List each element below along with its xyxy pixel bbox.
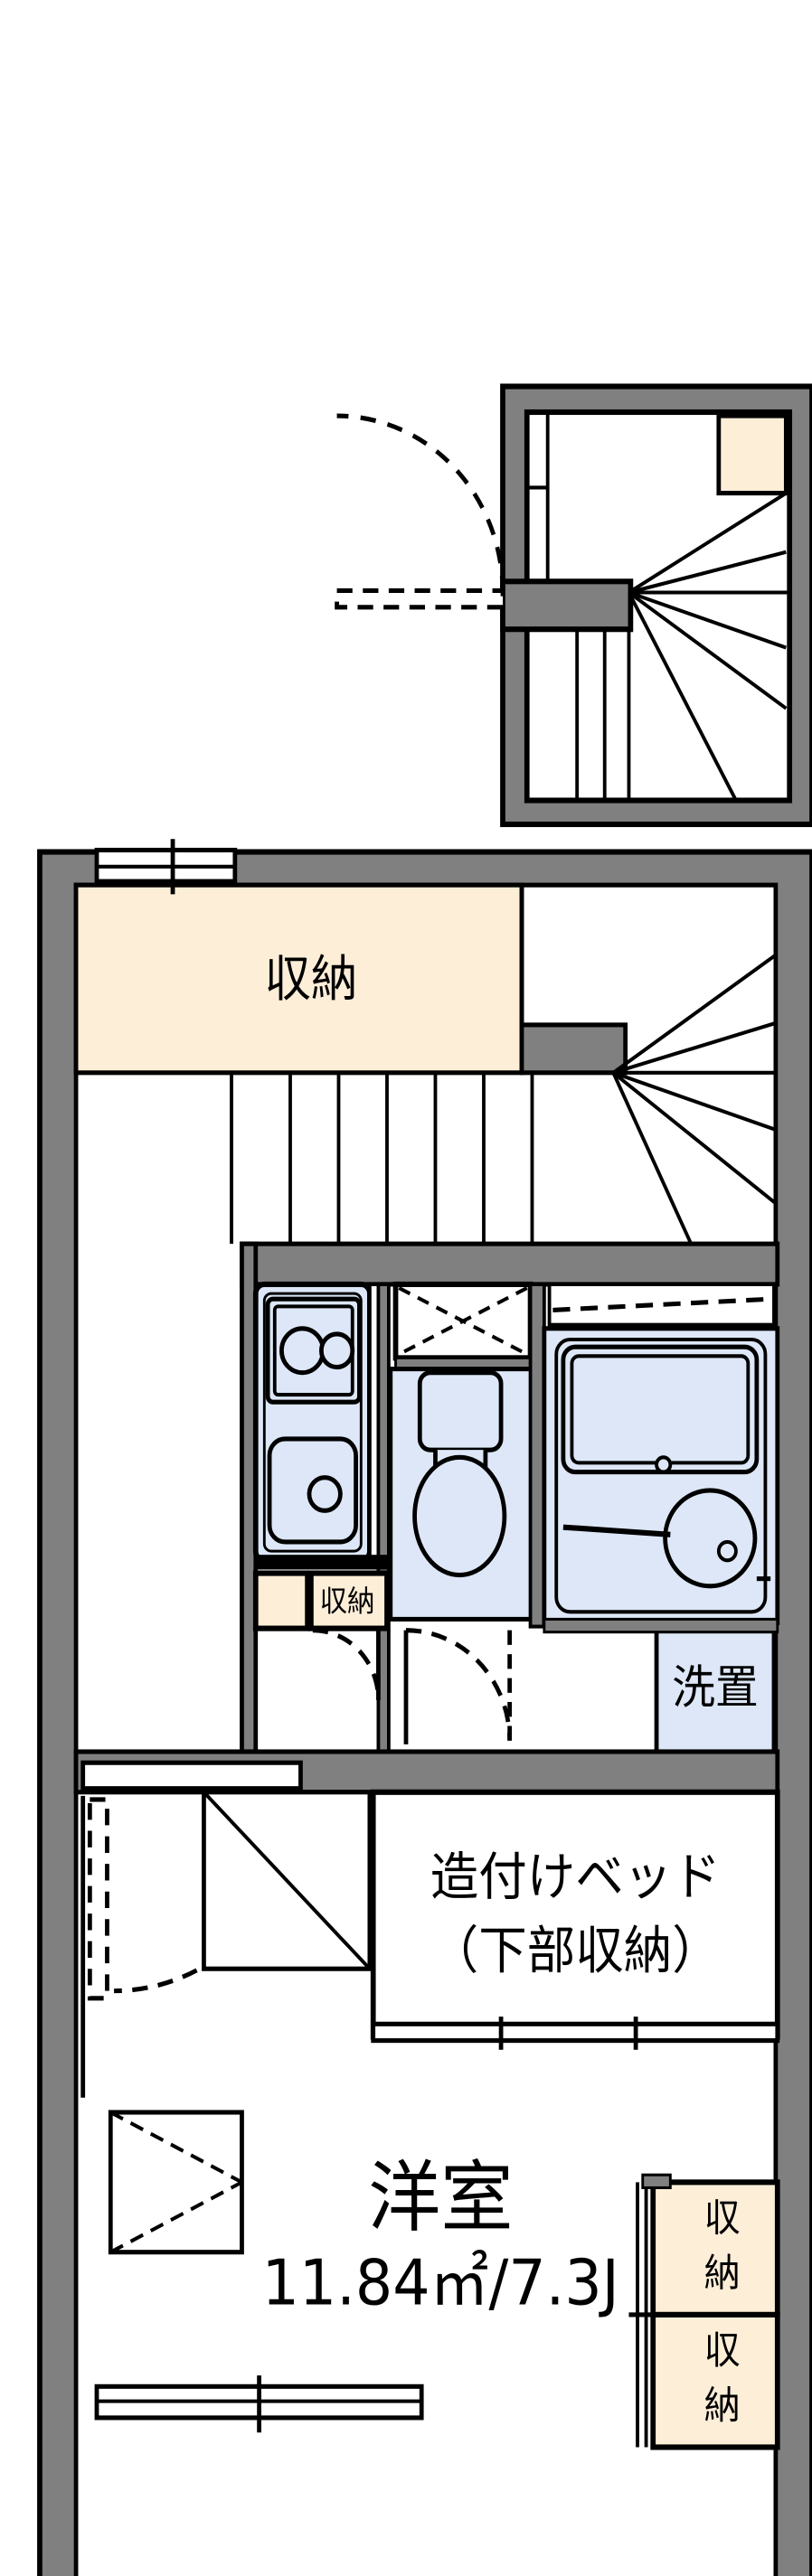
stair-bottom-wall [240, 1241, 780, 1287]
hall-closet-diagonal [203, 1791, 372, 1970]
bath-door-track [547, 1282, 776, 1327]
closet-head-stub [641, 2173, 672, 2189]
kitchen-storage: 収納 [252, 1570, 390, 1631]
bath-bottom-wall [543, 1617, 779, 1634]
toilet-window-x2 [398, 1286, 528, 1357]
washbasin-icon [663, 1488, 758, 1589]
bath-folding-door-leaf [552, 1296, 771, 1312]
top-window [94, 839, 238, 895]
toilet-room [388, 1281, 538, 1622]
western-room: 洋室 11.84㎡/7.3J [262, 2152, 619, 2319]
main-floor-plan: 収納 [37, 839, 812, 2576]
storage-upper-label: 収納 [264, 951, 357, 1009]
stair-landing-wall [519, 1022, 628, 1076]
toilet-bowl-icon [412, 1454, 507, 1578]
stove-burner-large-icon [279, 1326, 326, 1376]
closet-right-lower-label-char1: 収納 [704, 2328, 741, 2429]
stove-burner-small-icon [318, 1331, 355, 1370]
kitchen-bottom-edge [255, 1555, 387, 1570]
bed-nook-label-line1: 造付けベッド [430, 1848, 721, 1908]
bathtub-inner [570, 1354, 751, 1465]
stair-treads [230, 885, 778, 1246]
room-closet-panel [108, 2110, 244, 2255]
room-closet-diag-1 [109, 2111, 243, 2185]
bedroom-entry-door [80, 1760, 303, 2098]
bed-nook-label-line2: （下部収納） [430, 1922, 721, 1981]
room-closet-diag-2 [109, 2180, 243, 2254]
closet-right-lower-box [650, 2311, 780, 2450]
sink-drain-icon [307, 1475, 343, 1513]
vanity-counter-edge [562, 1524, 671, 1537]
upper-staircase [526, 412, 790, 802]
washer-space-label: 洗置 [672, 1660, 759, 1715]
hall-closet-panel [202, 1790, 373, 1971]
entry-door-leaf [87, 1797, 109, 2001]
upper-landing-wall [500, 578, 634, 633]
upper-floor-plan [335, 383, 812, 828]
bed-nook-sliding-door [371, 2021, 780, 2044]
room-closet-box [108, 2110, 244, 2255]
upper-closet-patch [716, 413, 788, 496]
main-staircase [230, 885, 778, 1246]
kitchen-storage-box-left [252, 1570, 310, 1631]
upper-door-swing-arc [336, 413, 505, 593]
bathtub-drain-icon [655, 1455, 673, 1474]
upper-door-leaf [335, 588, 505, 610]
toilet-door-arc [405, 1628, 513, 1741]
entry-door-head [80, 1760, 303, 1791]
unit-bath [542, 1282, 780, 1626]
kitchen-storage-box-right [308, 1570, 390, 1631]
washbasin-drain-icon [716, 1539, 738, 1563]
bottom-window [94, 2375, 424, 2433]
western-room-area: 11.84㎡/7.3J [262, 2247, 619, 2319]
built-in-bed-nook: 造付けベッド （下部収納） [370, 1789, 780, 2050]
kitchen-counter-inner [262, 1292, 363, 1553]
right-closets: 収納 収納 [628, 2173, 780, 2450]
toilet-tank-icon [417, 1370, 504, 1453]
hall-doors [312, 1628, 513, 1744]
western-room-label: 洋室 [368, 2152, 513, 2242]
washer-space: 洗置 [654, 1624, 777, 1754]
closet-right-upper-label-char1: 収納 [704, 2195, 741, 2296]
storage-upper-area [76, 885, 523, 1073]
bed-nook-area [370, 1789, 780, 2040]
kitchen-unit [252, 1281, 373, 1564]
kitchen-storage-label: 収納 [319, 1585, 374, 1619]
washer-space-box [654, 1624, 777, 1754]
upper-entry-door [335, 413, 505, 610]
